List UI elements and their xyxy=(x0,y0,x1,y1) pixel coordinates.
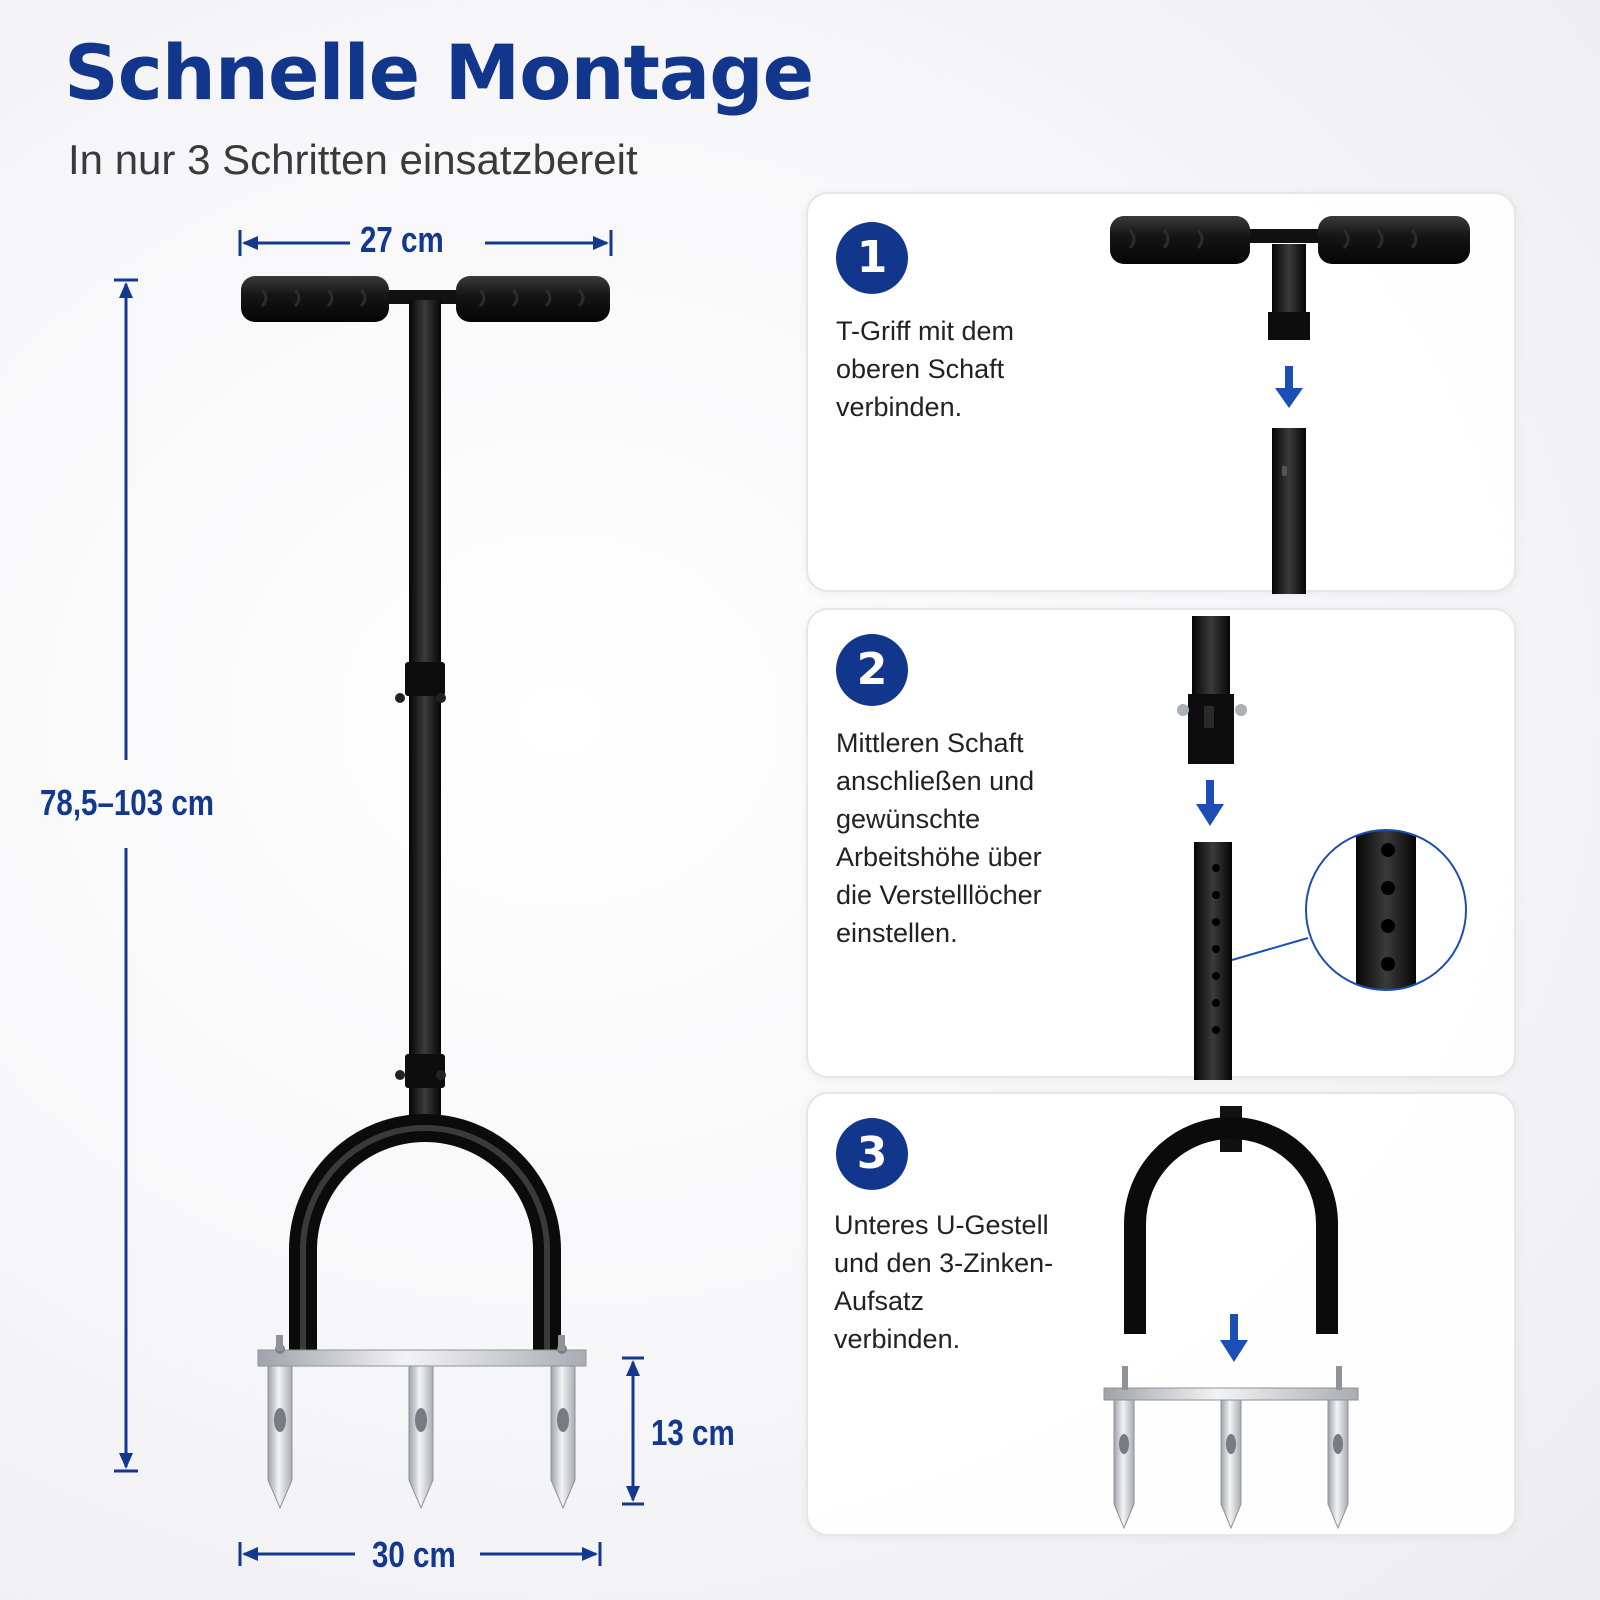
step-2-illustration xyxy=(1177,616,1467,1080)
arrow-down-icon xyxy=(1220,1314,1248,1362)
arrow-down-icon xyxy=(1196,780,1224,826)
step-number-badge: 3 xyxy=(836,1118,908,1190)
handle-width-label: 27 cm xyxy=(360,219,444,260)
step-3-illustration xyxy=(1103,1106,1359,1530)
step-description: Unteres U-Gestell und den 3-Zinken- Aufs… xyxy=(834,1210,1054,1354)
dimension-arrow-icon xyxy=(238,1542,602,1566)
dimension-arrow-icon xyxy=(114,278,138,1473)
assembled-tool-illustration xyxy=(114,230,644,1566)
step-panel-2: 2 Mittleren Schaft anschließen und gewün… xyxy=(806,608,1516,1080)
step-description: Mittleren Schaft anschließen und gewünsc… xyxy=(836,728,1042,948)
step-number-badge: 1 xyxy=(836,222,908,294)
page-title: Schnelle Montage xyxy=(64,28,814,117)
tine-height-label: 13 cm xyxy=(651,1412,735,1453)
step-panel-1: 1 T-Griff mit dem oberen Schaft verbinde… xyxy=(806,192,1516,594)
step-panel-3: 3 Unteres U-Gestell und den 3-Zinken- Au… xyxy=(806,1092,1516,1536)
page-subtitle: In nur 3 Schritten einsatzbereit xyxy=(68,136,638,183)
height-range-label: 78,5–103 cm xyxy=(40,782,214,823)
dimension-arrow-icon xyxy=(238,230,613,256)
dimension-arrow-icon xyxy=(622,1356,644,1506)
step-number-badge: 2 xyxy=(836,634,908,706)
arrow-down-icon xyxy=(1275,366,1303,408)
zoom-circle-icon xyxy=(1305,829,1467,991)
step-description: T-Griff mit dem oberen Schaft verbinden. xyxy=(836,316,1015,422)
base-width-label: 30 cm xyxy=(372,1534,456,1575)
step-1-illustration xyxy=(1110,216,1470,594)
